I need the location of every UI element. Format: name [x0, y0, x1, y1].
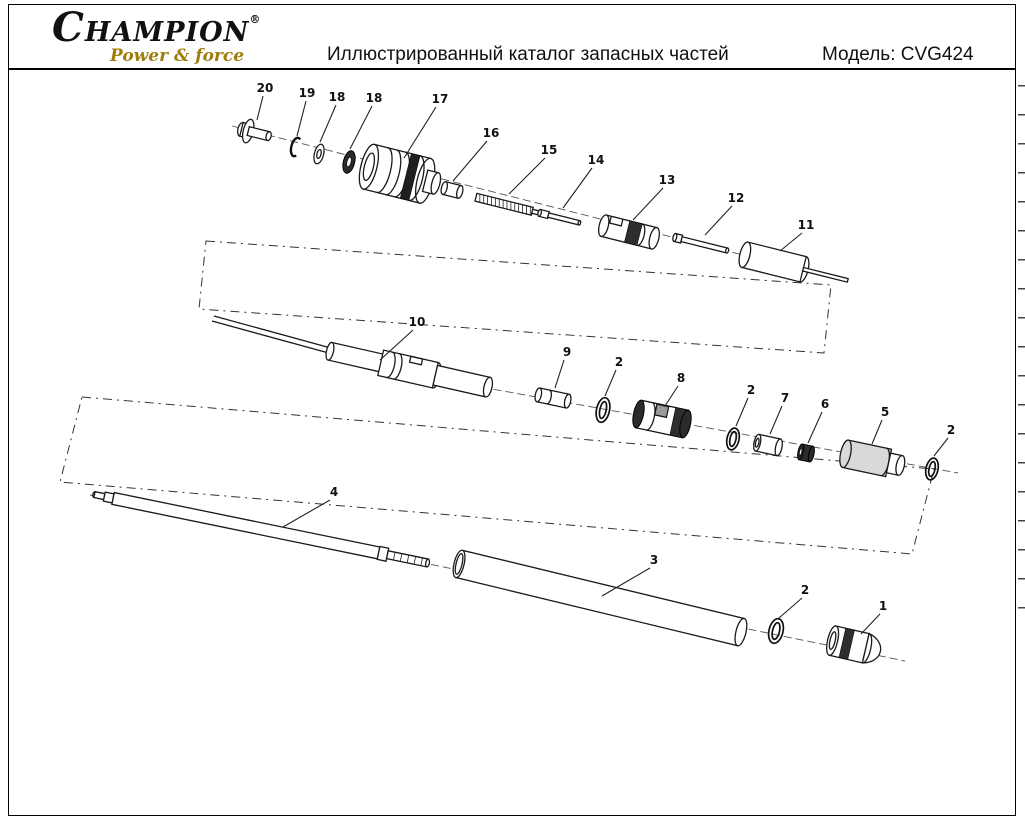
part-2-oring: [725, 427, 741, 451]
part-1-end-cap: [826, 625, 882, 664]
part-label: 14: [588, 153, 605, 167]
part-label: 4: [330, 485, 338, 499]
binding-tick-marks: [1018, 85, 1025, 621]
part-12-rod: [672, 232, 730, 254]
part-5-housing: [839, 439, 906, 478]
part-13-coupling: [598, 214, 660, 250]
part-label: 18: [366, 91, 383, 105]
part-8-coupler: [632, 399, 692, 439]
part-label: 12: [728, 191, 745, 205]
part-20-bolt: [237, 118, 272, 144]
part-16-sleeve: [440, 180, 464, 200]
part-label: 2: [801, 583, 809, 597]
assembly-boundary-box-lower: [59, 396, 935, 555]
brand-tagline: Power & force: [110, 46, 245, 66]
part-label: 10: [409, 315, 426, 329]
part-label: 20: [257, 81, 274, 95]
brand-rest: HAMPION: [84, 17, 250, 48]
part-label: 13: [659, 173, 676, 187]
assembly-boundary-box-upper: [198, 240, 832, 354]
part-label: 9: [563, 345, 571, 359]
part-label: 19: [299, 86, 316, 100]
centerline-upper: [231, 125, 847, 282]
part-2-oring: [767, 617, 785, 645]
part-label: 3: [650, 553, 658, 567]
brand-name: CHAMPION®: [52, 8, 261, 48]
brand-initial: C: [52, 4, 85, 51]
part-label: 17: [432, 92, 449, 106]
part-9-sleeve: [534, 387, 572, 409]
part-3-outer-tube: [452, 549, 748, 647]
part-label: 2: [615, 355, 623, 369]
document-title: Иллюстрированный каталог запасных частей: [327, 44, 729, 65]
part-2-oring: [924, 457, 940, 481]
part-4-drive-shaft: [92, 490, 431, 568]
part-label: 8: [677, 371, 685, 385]
part-2-oring: [595, 396, 611, 424]
part-18-bearing: [342, 150, 356, 174]
brand-logo: CHAMPION® Power & force: [52, 8, 261, 67]
registered-mark-icon: ®: [249, 13, 262, 26]
part-11-tube: [738, 241, 849, 283]
part-14-rod: [537, 208, 582, 226]
part-10-tube-assembly: [325, 341, 494, 398]
part-label: 16: [483, 126, 500, 140]
header-divider: [8, 68, 1016, 70]
part-15-flexible-shaft: [474, 192, 546, 217]
part-7-bushing: [752, 433, 784, 457]
inner-shaft-lines: [211, 315, 339, 356]
part-6-bearing: [797, 443, 815, 463]
part-label: 5: [881, 405, 889, 419]
part-label: 18: [329, 90, 346, 104]
part-label: 2: [947, 423, 955, 437]
part-19-snap-ring: [289, 136, 302, 158]
part-label: 1: [879, 599, 887, 613]
part-label: 2: [747, 383, 755, 397]
part-label: 6: [821, 397, 829, 411]
part-17-clutch-drum: [358, 143, 442, 204]
part-label: 7: [781, 391, 789, 405]
model-label: Модель: CVG424: [822, 44, 974, 65]
part-label: 11: [798, 218, 815, 232]
part-18-washer: [313, 143, 325, 165]
part-label: 15: [541, 143, 558, 157]
label-leader-lines: [256, 95, 949, 635]
